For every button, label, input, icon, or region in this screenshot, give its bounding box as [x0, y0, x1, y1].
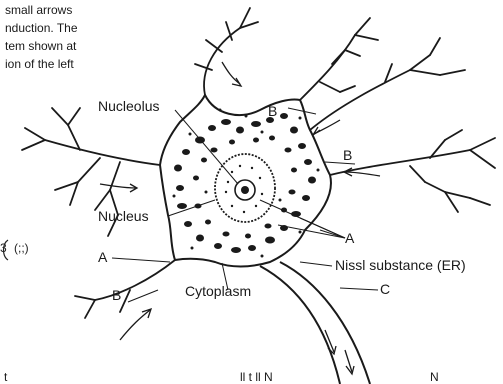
label-cytoplasm: Cytoplasm	[185, 283, 251, 299]
dendrite-left	[45, 140, 160, 165]
leader-nissl	[300, 262, 332, 266]
margin-scribble: (;;)	[14, 241, 29, 255]
dendrite-right-upper	[310, 70, 410, 130]
label-c: C	[380, 281, 390, 297]
label-nucleolus: Nucleolus	[98, 98, 159, 114]
label-b-left: B	[112, 287, 121, 303]
label-nissl: Nissl substance (ER)	[335, 257, 466, 273]
nucleolus-core	[241, 186, 249, 194]
dendrite-lower-left	[95, 260, 175, 300]
leader-b-left	[128, 290, 158, 302]
bottom-text-right: N	[430, 370, 439, 384]
label-b-top: B	[268, 103, 277, 119]
text-line-2: nduction. The	[5, 21, 78, 35]
arrow-lower-left	[120, 310, 150, 340]
label-a-right: A	[345, 230, 355, 246]
label-nucleus: Nucleus	[98, 208, 149, 224]
bottom-text-middle: ll t ll N	[240, 370, 273, 384]
label-a-left: A	[98, 249, 108, 265]
leader-c	[340, 288, 378, 290]
leader-a-left	[112, 258, 170, 262]
text-line-4: ion of the left	[5, 57, 74, 71]
bottom-text-left: t	[4, 370, 8, 384]
label-b-right: B	[343, 147, 352, 163]
text-line-1: small arrows	[5, 3, 72, 17]
text-line-3: tem shown at	[5, 39, 77, 53]
axon	[260, 262, 370, 384]
